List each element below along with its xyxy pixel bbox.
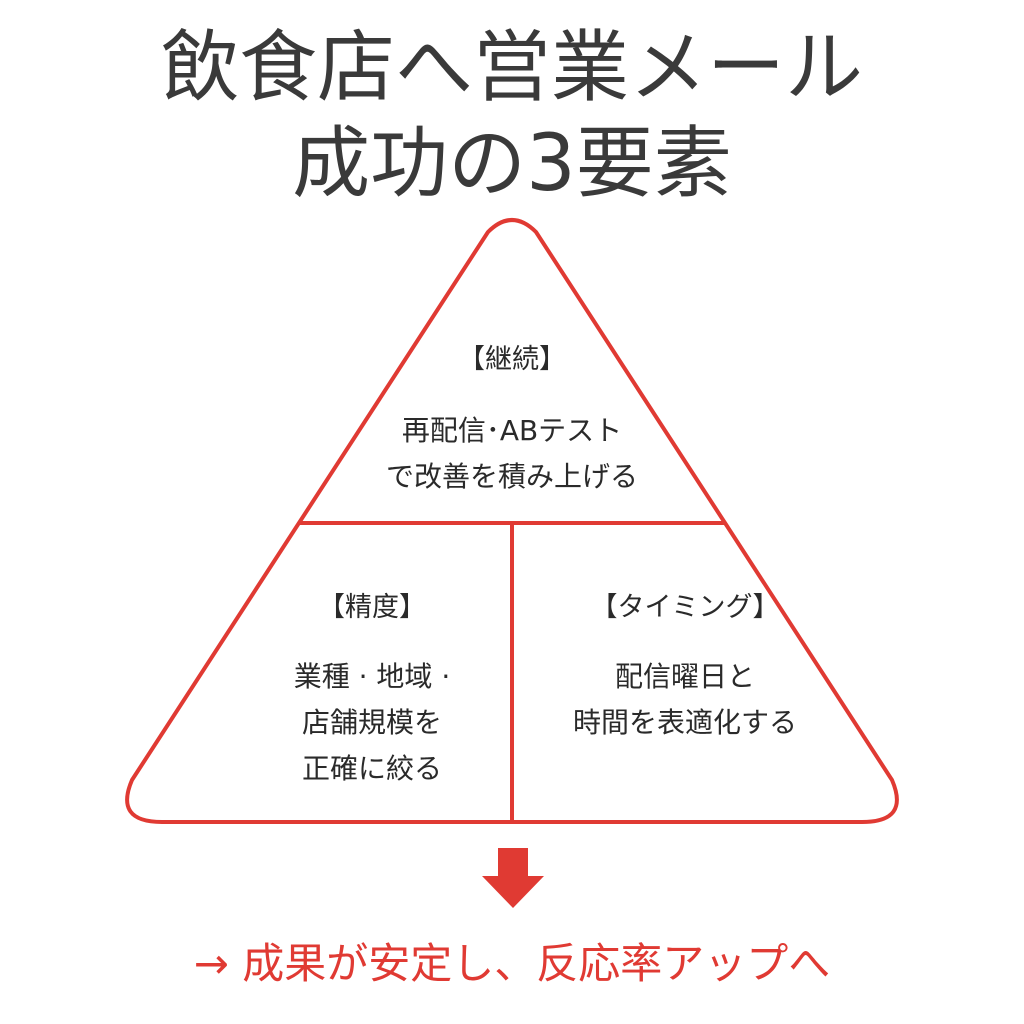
section-text-line: 正確に絞る	[301, 752, 442, 785]
section-continuity: 【継続】 再配信･ABテスト で改善を積み上げる	[312, 340, 712, 500]
section-heading-continuity: 【継続】	[458, 344, 566, 375]
section-text-line: 業種 · 地域 ·	[293, 660, 451, 693]
section-timing: 【タイミング】 配信曜日と 時間を表適化する	[520, 588, 850, 746]
section-heading-timing: 【タイミング】	[590, 592, 780, 623]
title-line-1: 飲食店へ営業メール	[160, 23, 863, 113]
section-text-line: 時間を表適化する	[572, 706, 797, 739]
section-text-line: 再配信･ABテスト	[401, 414, 623, 447]
down-arrow-icon	[482, 848, 544, 908]
conclusion-text: → 成果が安定し、反応率アップへ	[193, 939, 831, 988]
section-text-line: 店舗規模を	[301, 706, 442, 739]
section-text-line: 配信曜日と	[614, 660, 755, 693]
section-heading-accuracy: 【精度】	[318, 592, 426, 623]
section-text-line: で改善を積み上げる	[385, 460, 638, 493]
section-accuracy: 【精度】 業種 · 地域 · 店舗規模を 正確に絞る	[222, 588, 522, 792]
title-line-2: 成功の3要素	[292, 119, 732, 209]
